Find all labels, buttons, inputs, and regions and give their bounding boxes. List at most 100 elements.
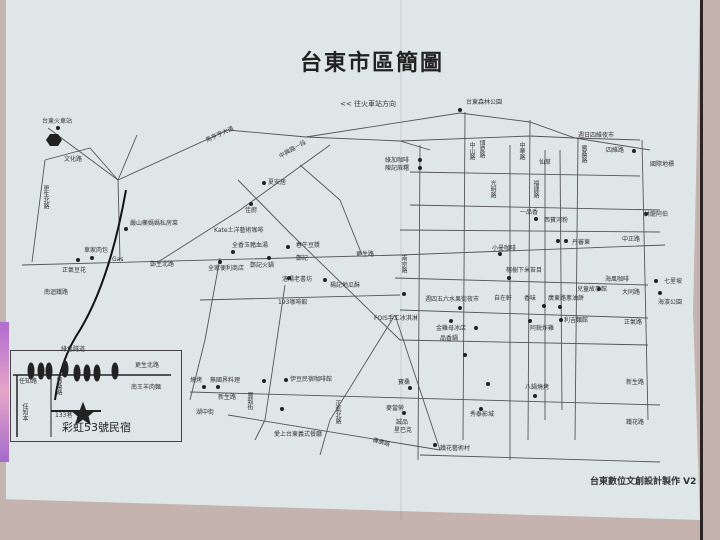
- place-label: 自在軒: [494, 295, 513, 302]
- place-label: 香味: [524, 295, 537, 302]
- place-label: 綠加咖啡: [385, 157, 410, 164]
- place-label: 秀泰影城: [470, 411, 495, 418]
- road-label: 鐵花路: [626, 419, 645, 426]
- road-line: [409, 204, 661, 211]
- place-label: 燒烤: [190, 377, 203, 384]
- road-line: [394, 277, 649, 286]
- place-label: 一品香: [520, 209, 539, 216]
- road-label: 鄭生北路: [150, 261, 175, 268]
- place-label: 嚴山藥媽媽私房菜: [130, 220, 179, 227]
- place-label: 全香玉豬血湯: [232, 242, 269, 249]
- place-label: 星巴克: [394, 427, 413, 434]
- road-line: [399, 339, 649, 346]
- star-icon: [70, 401, 96, 426]
- place-label: 品香鍋: [440, 335, 459, 342]
- place-label: 正氣豆花: [62, 267, 87, 274]
- inset-road-c: 寶桑路: [55, 377, 62, 395]
- place-label: 鄭記: [296, 255, 309, 262]
- inset-road-b: 任知路: [19, 378, 38, 385]
- road-line: [399, 309, 649, 319]
- sticker: [0, 322, 9, 462]
- road-line: [559, 149, 563, 411]
- direction-note: << 往火車站方向: [340, 100, 396, 108]
- inset-guesthouse-name: 彩虹53號民宿: [62, 421, 131, 434]
- place-label: 洛陽老書坊: [282, 276, 313, 283]
- place-label: 榕樹下米苔目: [506, 267, 543, 274]
- place-label: 楊記地瓜酥: [330, 282, 361, 289]
- place-label: 春牛豆漿: [296, 242, 321, 249]
- road-line: [117, 112, 651, 181]
- place-label: 麥當勞: [386, 405, 405, 412]
- map-footer: 台東數位文創設計製作 V2: [590, 477, 697, 487]
- road-label: 博愛路: [478, 140, 485, 158]
- inset-green-tunnel: 綠色隧道: [61, 346, 86, 353]
- place-label: 全家便利商店: [208, 265, 245, 272]
- road-line: [419, 454, 661, 463]
- road-line: [44, 147, 119, 181]
- road-line: [641, 139, 649, 421]
- road-label: 南京路: [400, 255, 407, 273]
- place-label: 阿鋭炸雞: [530, 325, 555, 332]
- place-label: 誠品: [396, 419, 409, 426]
- road-label: 新生路: [626, 379, 645, 386]
- place-label: Gas: [112, 256, 124, 263]
- inset-map: 綠色隧道 更生北路 任知路 寶桑路 133巷 任知本 南王羊肉麵: [10, 346, 182, 442]
- place-label: 193咖啡館: [278, 299, 308, 306]
- road-label: 中山路: [468, 142, 475, 160]
- road-label: 中正路: [622, 236, 641, 243]
- road-label: 新生路: [218, 394, 237, 401]
- road-label: 中華路: [518, 142, 525, 160]
- road-label: 光明路: [489, 180, 496, 198]
- road-line: [574, 137, 579, 441]
- landmark-station: 台東火車站: [42, 118, 73, 125]
- road-line: [189, 391, 661, 406]
- road-label: 寶桑路: [580, 145, 587, 163]
- place-label: 佳廚: [245, 207, 258, 214]
- map-title: 台東市區簡圖: [300, 51, 445, 76]
- place-label: 車家肉包: [84, 247, 109, 254]
- landmark-seaside-park: 海濱公園: [658, 299, 683, 306]
- place-label: 金雞母冰店: [436, 325, 467, 332]
- place-label: 夏安居: [268, 179, 287, 186]
- inset-roads: [13, 360, 171, 437]
- road-line: [254, 284, 286, 441]
- road-line: [409, 171, 641, 177]
- road-line: [299, 164, 363, 256]
- inset-road-a: 更生北路: [135, 362, 160, 369]
- inset-road-d: 任知本: [21, 403, 28, 421]
- road-line: [199, 294, 401, 301]
- landmark-intl: 國際地標: [650, 161, 675, 168]
- place-label: 海風咖啡: [605, 276, 630, 283]
- place-label: 寶桑: [398, 379, 411, 386]
- road-line: [417, 144, 421, 461]
- wall-edge: [700, 0, 703, 540]
- road-line: [157, 144, 331, 263]
- road-label: 福建路: [532, 180, 539, 198]
- road-line: [227, 314, 441, 451]
- landmark-night-market: 週日四維夜市: [578, 132, 615, 139]
- inset-lane: 133巷: [55, 412, 73, 419]
- road-line: [31, 159, 46, 263]
- place-label: 週四五六水果街夜市: [425, 296, 480, 303]
- place-label: 利吉麵館: [564, 317, 589, 324]
- place-label: 鐵花藝術村: [440, 445, 471, 452]
- inset-place: 南王羊肉麵: [131, 384, 162, 391]
- road-label-fenggu: 豐穀街: [246, 392, 253, 410]
- place-label: 無國界料理: [210, 377, 241, 384]
- place-label: 林龍阿伯: [644, 211, 669, 218]
- road-line: [117, 134, 138, 181]
- place-label: 仙草: [539, 159, 552, 166]
- map-paper: [6, 0, 700, 520]
- landmark-railway: 南迴鐵路: [44, 289, 69, 296]
- road-label-zhengqi-north: 正氣北路: [334, 400, 341, 424]
- landmark-forest-park: 台東森林公園: [466, 99, 503, 106]
- place-label: 鄭記火鍋: [250, 262, 275, 269]
- road-label: 文化路: [64, 156, 83, 163]
- place-label: 西寶河粉: [544, 217, 569, 224]
- place-label: 小曼咖啡: [492, 245, 517, 252]
- place-label: 廣東路蔥油餅: [548, 295, 585, 302]
- place-dots: [56, 108, 662, 447]
- road-label: 更生北路: [42, 185, 49, 209]
- paper-fold: [400, 0, 402, 520]
